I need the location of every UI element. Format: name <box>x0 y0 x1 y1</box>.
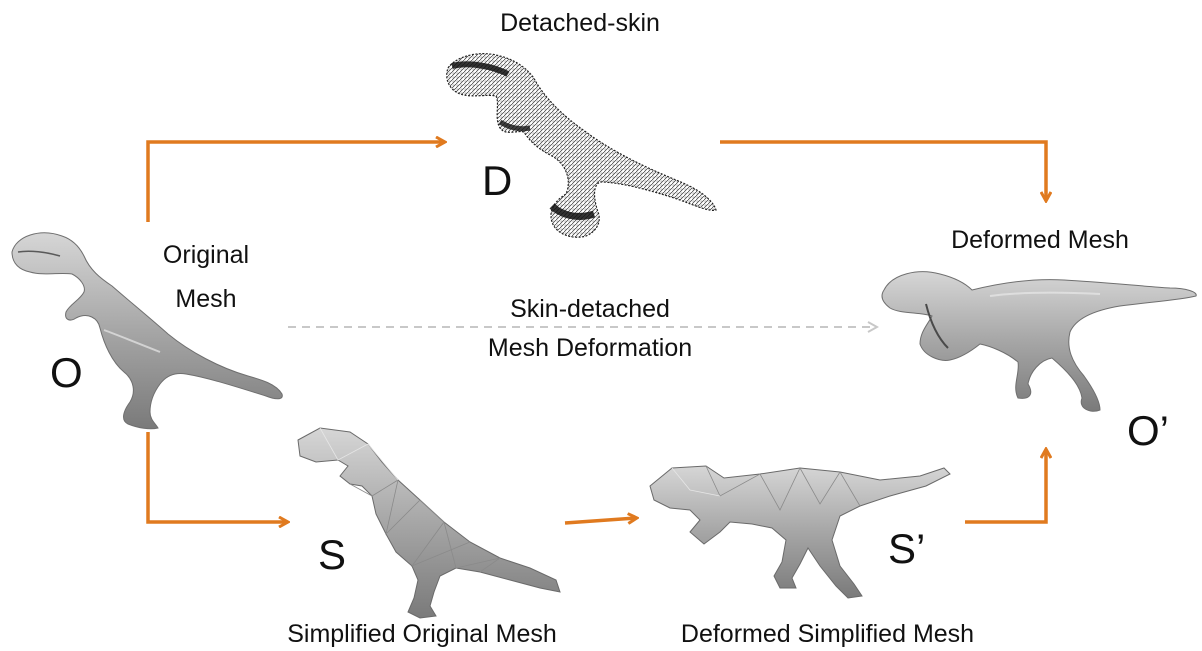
arrow-original-to-simplified <box>148 432 287 522</box>
detached-skin-image <box>447 54 716 238</box>
original-mesh-label-line1: Original <box>136 240 276 271</box>
simplified-original-mesh-label: Simplified Original Mesh <box>252 619 592 650</box>
symbol-s: S <box>318 534 346 576</box>
simplified-mesh-image <box>298 428 560 618</box>
symbol-d: D <box>482 160 512 202</box>
arrow-original-to-detached <box>148 142 444 222</box>
skin-detached-label-line1: Skin-detached <box>440 294 740 325</box>
deformed-mesh-image <box>882 272 1196 412</box>
symbol-o-prime: O’ <box>1127 410 1169 452</box>
deformed-mesh-label: Deformed Mesh <box>900 225 1180 256</box>
deformed-simplified-mesh-label: Deformed Simplified Mesh <box>645 619 1010 650</box>
skin-detached-label-line2: Mesh Deformation <box>440 333 740 364</box>
detached-skin-label: Detached-skin <box>470 8 690 39</box>
arrow-simplified-to-deformed-simplified <box>565 518 636 523</box>
arrow-detached-to-deformed <box>720 142 1046 200</box>
symbol-s-prime: S’ <box>888 528 925 570</box>
original-mesh-label-line2: Mesh <box>136 284 276 315</box>
arrow-deformed-simplified-to-deformed <box>965 450 1046 522</box>
symbol-o: O <box>50 352 83 394</box>
